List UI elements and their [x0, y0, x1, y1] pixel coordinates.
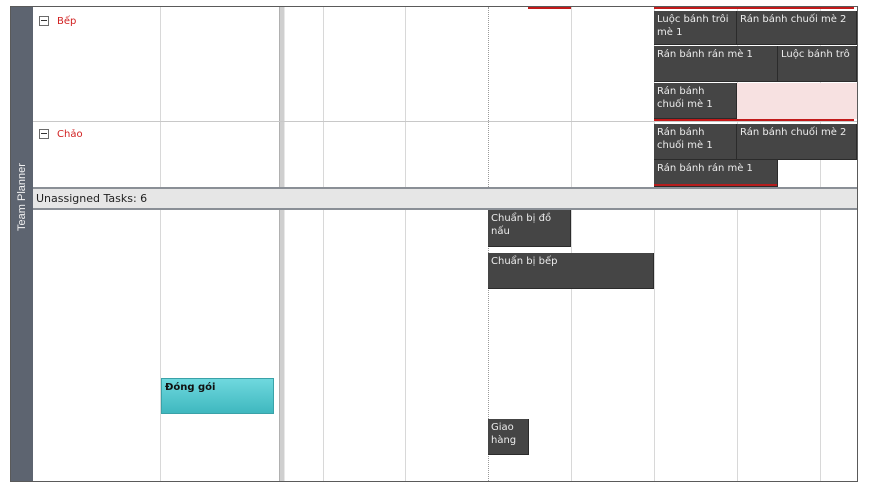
task-bar[interactable]: Rán bánh chuối mè 2: [737, 124, 857, 160]
collapse-icon[interactable]: [39, 16, 49, 26]
task-bar[interactable]: Rán bánh chuối mè 2: [737, 11, 857, 45]
pane-splitter[interactable]: [279, 7, 285, 481]
resource-row-bep[interactable]: Bếp: [33, 11, 76, 31]
task-label: Rán bánh chuối mè 1: [657, 127, 713, 151]
task-bar[interactable]: Rán bánh chuối mè 1: [654, 124, 737, 160]
task-bar[interactable]: Rán bánh rán mè 1: [654, 46, 778, 82]
team-planner-view: Team Planner Bếp Chảo Luộc bánh trôi: [10, 6, 858, 482]
overallocation-marker: [654, 7, 854, 9]
unassigned-label: Unassigned Tasks: 6: [36, 192, 148, 205]
view-label: Team Planner: [16, 163, 28, 231]
task-label: Chuẩn bị đồ nấu: [491, 213, 552, 237]
task-label: Rán bánh rán mè 1: [657, 49, 753, 60]
grid-line: [820, 7, 821, 481]
task-label: Giao hàng: [491, 422, 517, 446]
task-label: Đóng gói: [165, 382, 216, 393]
task-bar[interactable]: Chuẩn bị bếp: [488, 253, 654, 289]
overallocation-marker: [654, 119, 854, 121]
grid-line: [571, 7, 572, 481]
task-bar[interactable]: Rán bánh rán mè 1: [654, 160, 778, 187]
task-label: Rán bánh rán mè 1: [657, 163, 753, 174]
task-bar[interactable]: Rán bánh chuối mè 1: [654, 83, 737, 119]
resource-name: Chảo: [57, 128, 83, 140]
task-label: Luộc bánh trô: [781, 49, 850, 60]
grid-line: [323, 7, 324, 481]
collapse-icon[interactable]: [39, 129, 49, 139]
grid-line: [160, 7, 161, 481]
resource-name: Bếp: [57, 15, 77, 27]
task-bar[interactable]: Giao hàng: [488, 419, 529, 455]
task-label: Chuẩn bị bếp: [491, 256, 558, 267]
grid-line: [737, 7, 738, 481]
overallocation-highlight: [737, 83, 857, 119]
view-sidebar: Team Planner: [11, 7, 33, 481]
task-label: Rán bánh chuối mè 2: [740, 127, 847, 138]
grid-line: [405, 7, 406, 481]
overallocation-bar: [654, 184, 777, 186]
task-label: Rán bánh chuối mè 2: [740, 14, 847, 25]
task-bar[interactable]: Luộc bánh trô: [778, 46, 857, 82]
resource-row-chao[interactable]: Chảo: [33, 124, 83, 144]
grid-line: [654, 7, 655, 481]
overallocation-marker: [528, 7, 571, 9]
task-bar[interactable]: Đóng gói: [161, 378, 274, 414]
row-divider: [33, 121, 857, 122]
task-label: Rán bánh chuối mè 1: [657, 86, 713, 110]
task-bar[interactable]: Luộc bánh trôi mè 1: [654, 11, 737, 45]
planner-canvas[interactable]: Bếp Chảo Luộc bánh trôi mè 1 Rán bánh ch…: [33, 7, 857, 481]
task-label: Luộc bánh trôi mè 1: [657, 14, 729, 38]
task-bar[interactable]: Chuẩn bị đồ nấu: [488, 210, 571, 247]
unassigned-tasks-header[interactable]: Unassigned Tasks: 6: [33, 187, 857, 210]
